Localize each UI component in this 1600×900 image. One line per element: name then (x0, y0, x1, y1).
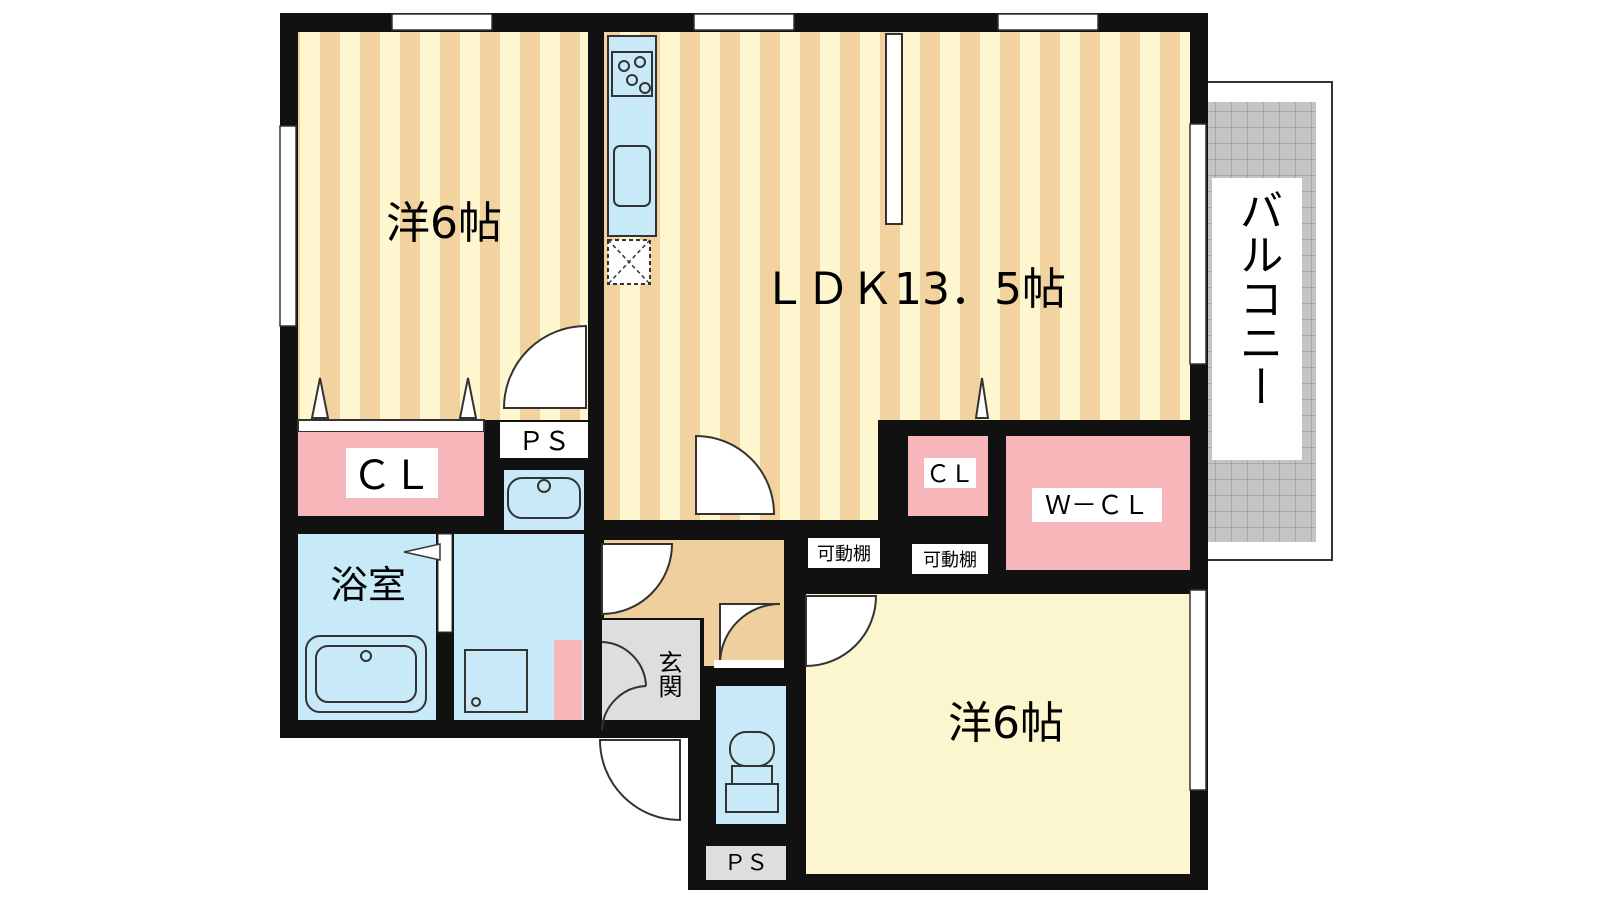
pipe-space-2-label: ＰＳ (724, 851, 768, 876)
door-swing-ldk (695, 434, 776, 515)
movable-shelf-2 (912, 544, 988, 574)
door-swing-room1 (502, 324, 587, 409)
hall-floor-2 (704, 616, 784, 666)
pipe-space-1 (500, 422, 588, 458)
shoe-cabinet (554, 640, 582, 720)
closet-1: ＣＬ (297, 377, 485, 516)
movable-shelf-2-label: 可動棚 (923, 550, 977, 571)
closet-2-label: ＣＬ (926, 460, 974, 488)
entrance-label: 玄関 (654, 650, 682, 698)
ldk-label: ＬＤＫ13．5帖 (762, 264, 1066, 315)
toilet-room (714, 603, 786, 824)
western-room-2-floor (806, 594, 1190, 874)
kitchen-counter (607, 35, 657, 285)
door-swing-toilet (719, 603, 781, 665)
front-door-swing (598, 739, 681, 822)
movable-shelf-1-label: 可動棚 (817, 544, 871, 565)
closet-1-label: ＣＬ (352, 453, 432, 499)
walk-in-closet-label: Ｗ－ＣＬ (1045, 491, 1149, 521)
entrance: 玄関 (554, 620, 700, 822)
pipe-space-2 (706, 846, 786, 880)
ldk-partition (885, 33, 903, 225)
stove-burner-icon (618, 60, 630, 72)
bathtub-icon (305, 635, 427, 713)
bathroom: 浴室 (298, 533, 453, 720)
bathroom-label: 浴室 (330, 563, 406, 607)
door-swing-bath (601, 543, 674, 616)
windows (279, 13, 1207, 791)
western-room-2-label: 洋6帖 (948, 698, 1064, 749)
western-room-1-label: 洋6帖 (386, 198, 502, 249)
balcony-label: バルコニー (1232, 188, 1283, 408)
movable-shelf-1 (808, 538, 880, 568)
pipe-space-1-label: ＰＳ (518, 427, 570, 457)
washing-machine-icon (464, 649, 528, 713)
balcony: バルコニー (1183, 81, 1333, 561)
door-swing-room2 (805, 595, 878, 668)
sink-icon (613, 145, 651, 207)
toilet-icon (729, 731, 775, 767)
